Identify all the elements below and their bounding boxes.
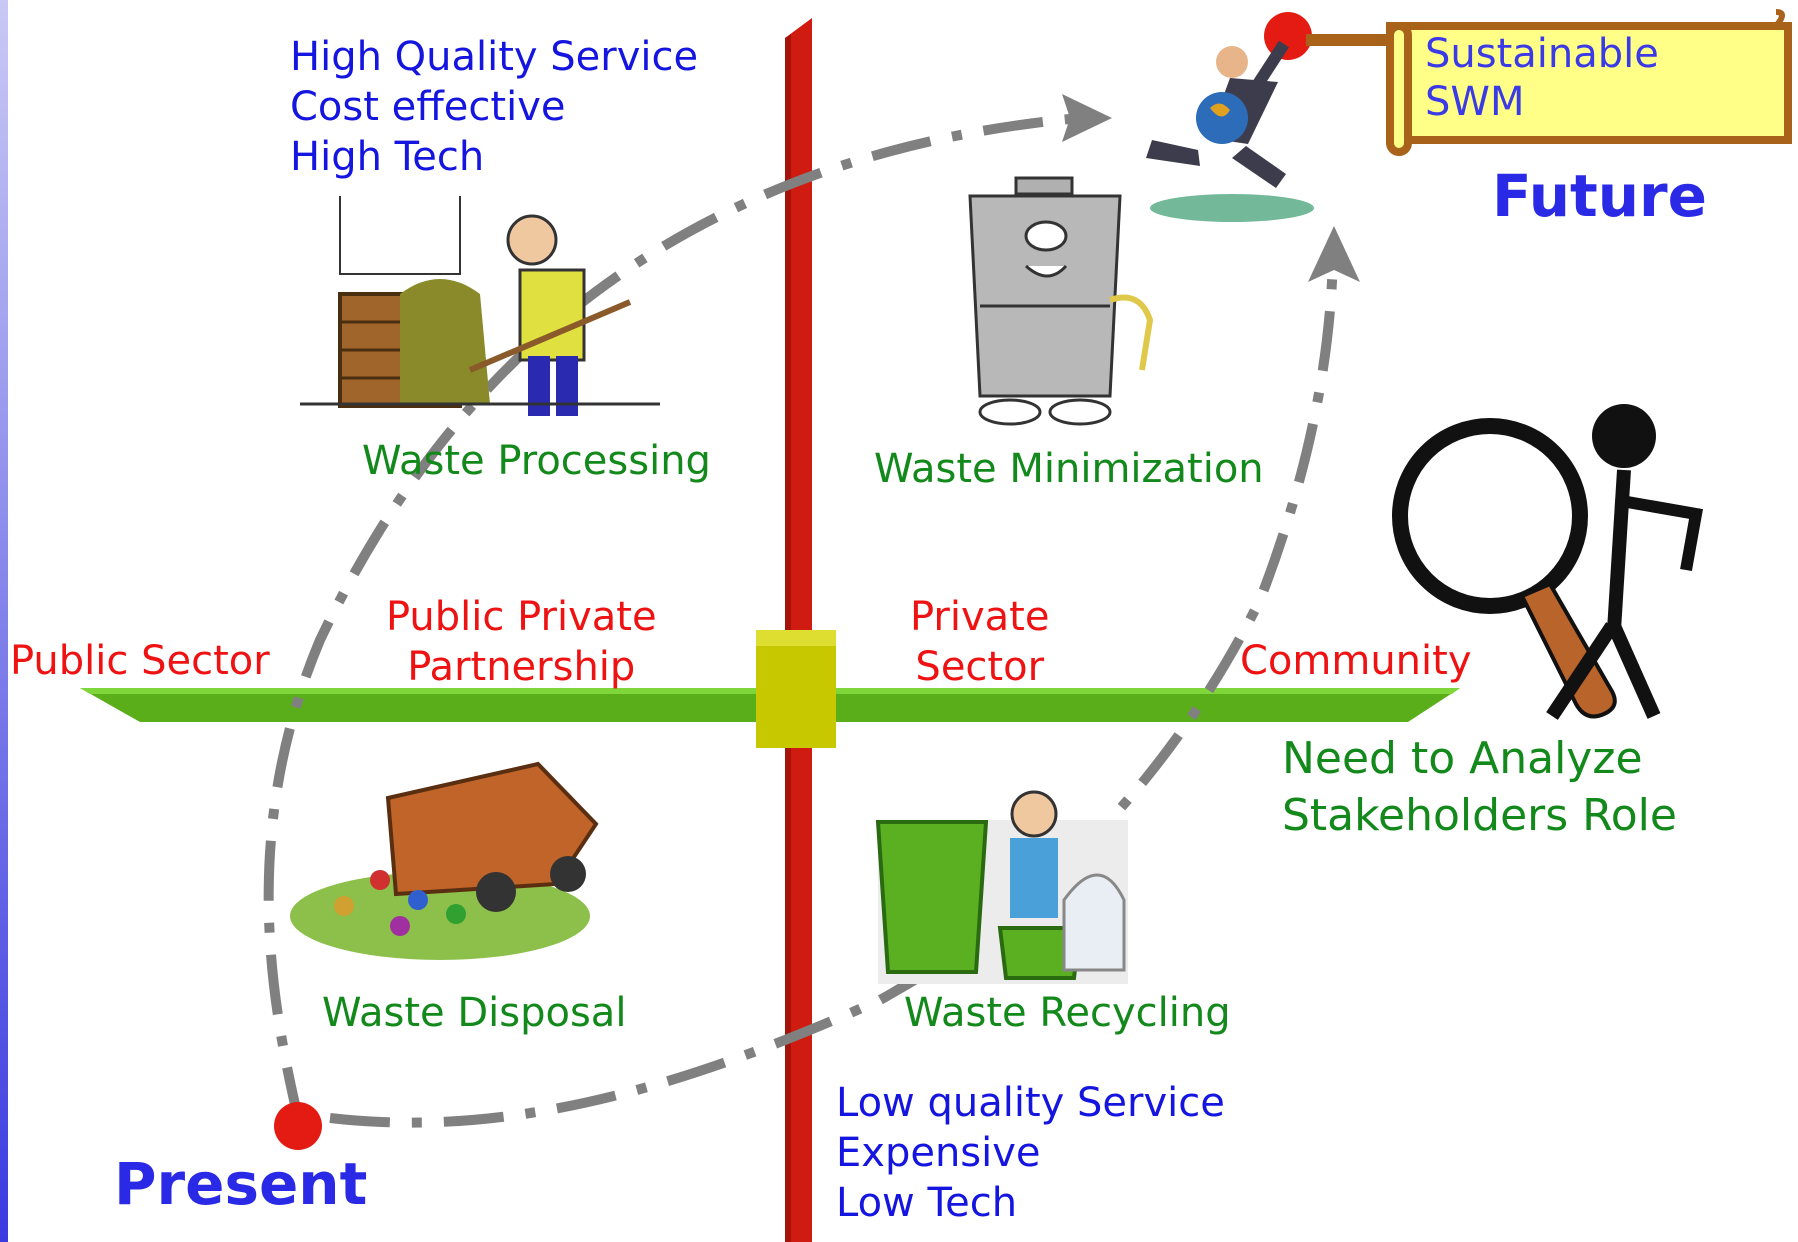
private-line-1: Private	[910, 594, 1050, 640]
list-item: Expensive	[836, 1130, 1041, 1176]
waste-processing-label: Waste Processing	[362, 438, 711, 484]
recycling-boy-icon	[875, 790, 1128, 984]
list-item: High Quality Service	[290, 34, 699, 80]
private-sector-label: Private Sector	[910, 592, 1049, 692]
waste-recycling-label: Waste Recycling	[904, 990, 1231, 1036]
ppp-line-1: Public Private	[386, 594, 657, 640]
future-label: Future	[1492, 162, 1707, 230]
list-item: Low quality Service	[836, 1080, 1225, 1126]
list-item: High Tech	[290, 134, 485, 180]
compost-farmer-icon	[300, 214, 660, 416]
public-sector-label: Public Sector	[10, 638, 270, 684]
present-label: Present	[114, 1150, 368, 1218]
banner-line: SWM	[1425, 79, 1525, 125]
banner-line: Sustainable	[1425, 31, 1659, 77]
path-arrowhead-upper	[1062, 94, 1112, 142]
dashed-path-upper	[263, 113, 1081, 1128]
dump-truck-icon	[290, 761, 599, 960]
analyze-note: Need to Analyze Stakeholders Role	[1282, 730, 1677, 844]
present-dot	[274, 1102, 322, 1150]
ppp-line-2: Partnership	[407, 644, 636, 690]
top-left-list: High Quality Service Cost effective High…	[290, 32, 698, 182]
magnifier-stick-figure-icon	[1392, 404, 1703, 720]
dashed-path-lower	[329, 257, 1338, 1128]
analyze-line-1: Need to Analyze	[1282, 733, 1643, 784]
slide-left-accent-bar	[0, 0, 8, 1242]
bottom-mid-list: Low quality Service Expensive Low Tech	[836, 1078, 1225, 1228]
private-line-2: Sector	[915, 644, 1045, 690]
businessman-globe-icon	[1146, 40, 1314, 222]
goal-banner-text: Sustainable SWM	[1425, 30, 1659, 126]
path-arrowhead-lower	[1308, 226, 1360, 282]
trash-can-measure-icon	[968, 176, 1154, 426]
list-item: Cost effective	[290, 84, 566, 130]
callout-frame	[339, 196, 461, 275]
goal-scroll-banner	[1386, 9, 1792, 156]
waste-disposal-label: Waste Disposal	[322, 990, 627, 1036]
analyze-line-2: Stakeholders Role	[1282, 790, 1677, 842]
waste-minimization-label: Waste Minimization	[874, 446, 1264, 492]
community-label: Community	[1240, 638, 1472, 684]
list-item: Low Tech	[836, 1180, 1018, 1226]
ppp-label: Public Private Partnership	[386, 592, 657, 692]
axis-center-block	[756, 630, 836, 748]
